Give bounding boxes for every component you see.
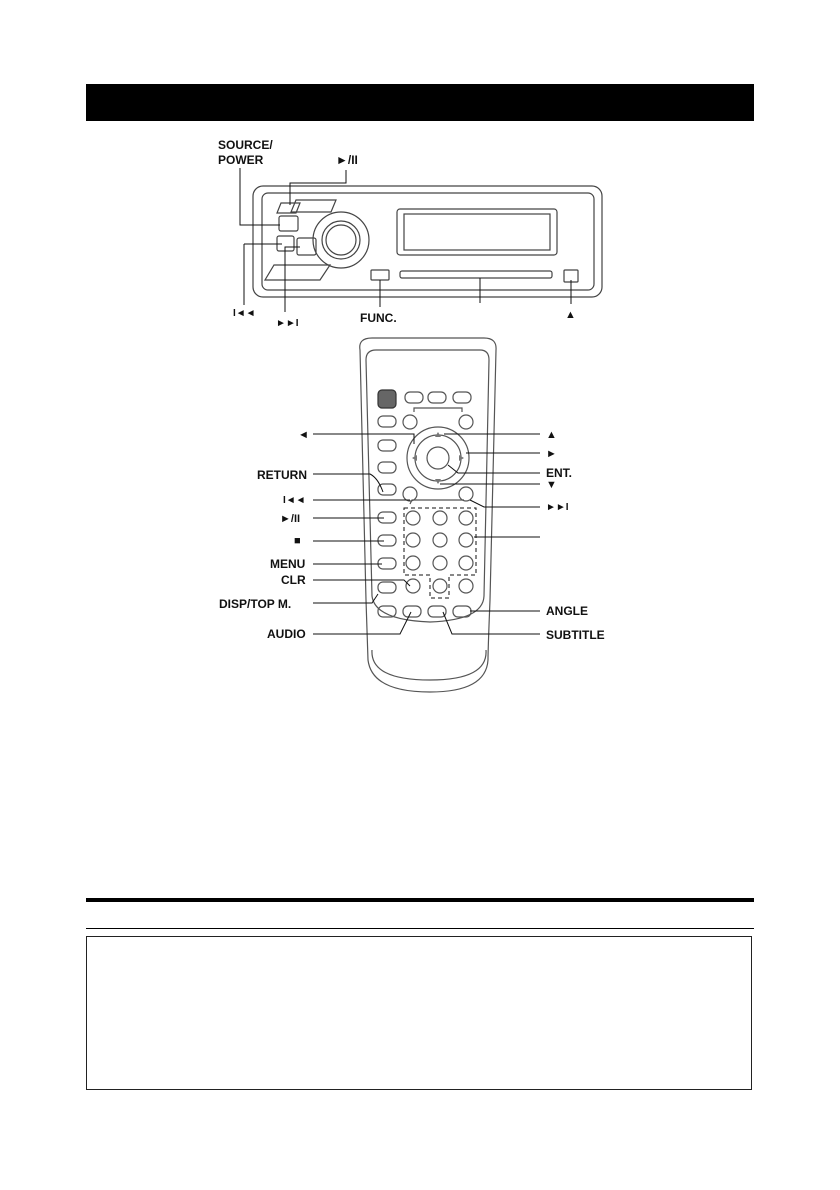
- play-pause-label: ►/II: [336, 153, 358, 167]
- section-title-bar: [86, 84, 754, 121]
- eject-label: ▲: [565, 309, 576, 321]
- remote-return-label: RETURN: [257, 468, 307, 482]
- head-func-button: [370, 269, 390, 281]
- info-box: [86, 936, 752, 1090]
- remote-up-label: ▲: [546, 429, 557, 441]
- source-power-label-1: SOURCE/: [218, 138, 273, 152]
- prev-track-label: I◄◄: [233, 308, 256, 319]
- remote-left-arrow-label: ◄: [298, 429, 309, 441]
- disc-slot: [399, 270, 553, 279]
- head-unit-display: [396, 208, 558, 256]
- remote-subtitle-label: SUBTITLE: [546, 628, 605, 642]
- section-rule-thick: [86, 898, 754, 902]
- remote-disp-label: DISP/TOP M.: [219, 597, 292, 611]
- remote-prev-label: I◄◄: [283, 495, 306, 506]
- remote-body: [359, 337, 497, 693]
- next-track-label: ►►I: [276, 318, 299, 329]
- remote-clr-label: CLR: [281, 573, 306, 587]
- remote-stop-label: ■: [294, 535, 301, 547]
- remote-right-arrow-label: ►: [546, 448, 557, 460]
- remote-next-label: ►►I: [546, 502, 569, 513]
- head-source-button: [278, 215, 299, 232]
- volume-knob: [312, 211, 370, 269]
- remote-dpad: [406, 426, 470, 490]
- func-label: FUNC.: [360, 311, 397, 325]
- remote-enter-label: ENT.: [546, 466, 573, 480]
- remote-menu-label: MENU: [270, 557, 306, 571]
- head-unit-inner: [261, 192, 595, 291]
- section-rule-thin: [86, 928, 754, 929]
- source-power-label-2: POWER: [218, 153, 264, 167]
- remote-angle-label: ANGLE: [546, 604, 588, 618]
- remote-play-pause-label: ►/II: [280, 513, 301, 525]
- remote-audio-label: AUDIO: [267, 627, 306, 641]
- head-unit-body: [252, 185, 603, 298]
- remote-down-label: ▼: [546, 479, 557, 491]
- remote-enter-button: [426, 446, 450, 470]
